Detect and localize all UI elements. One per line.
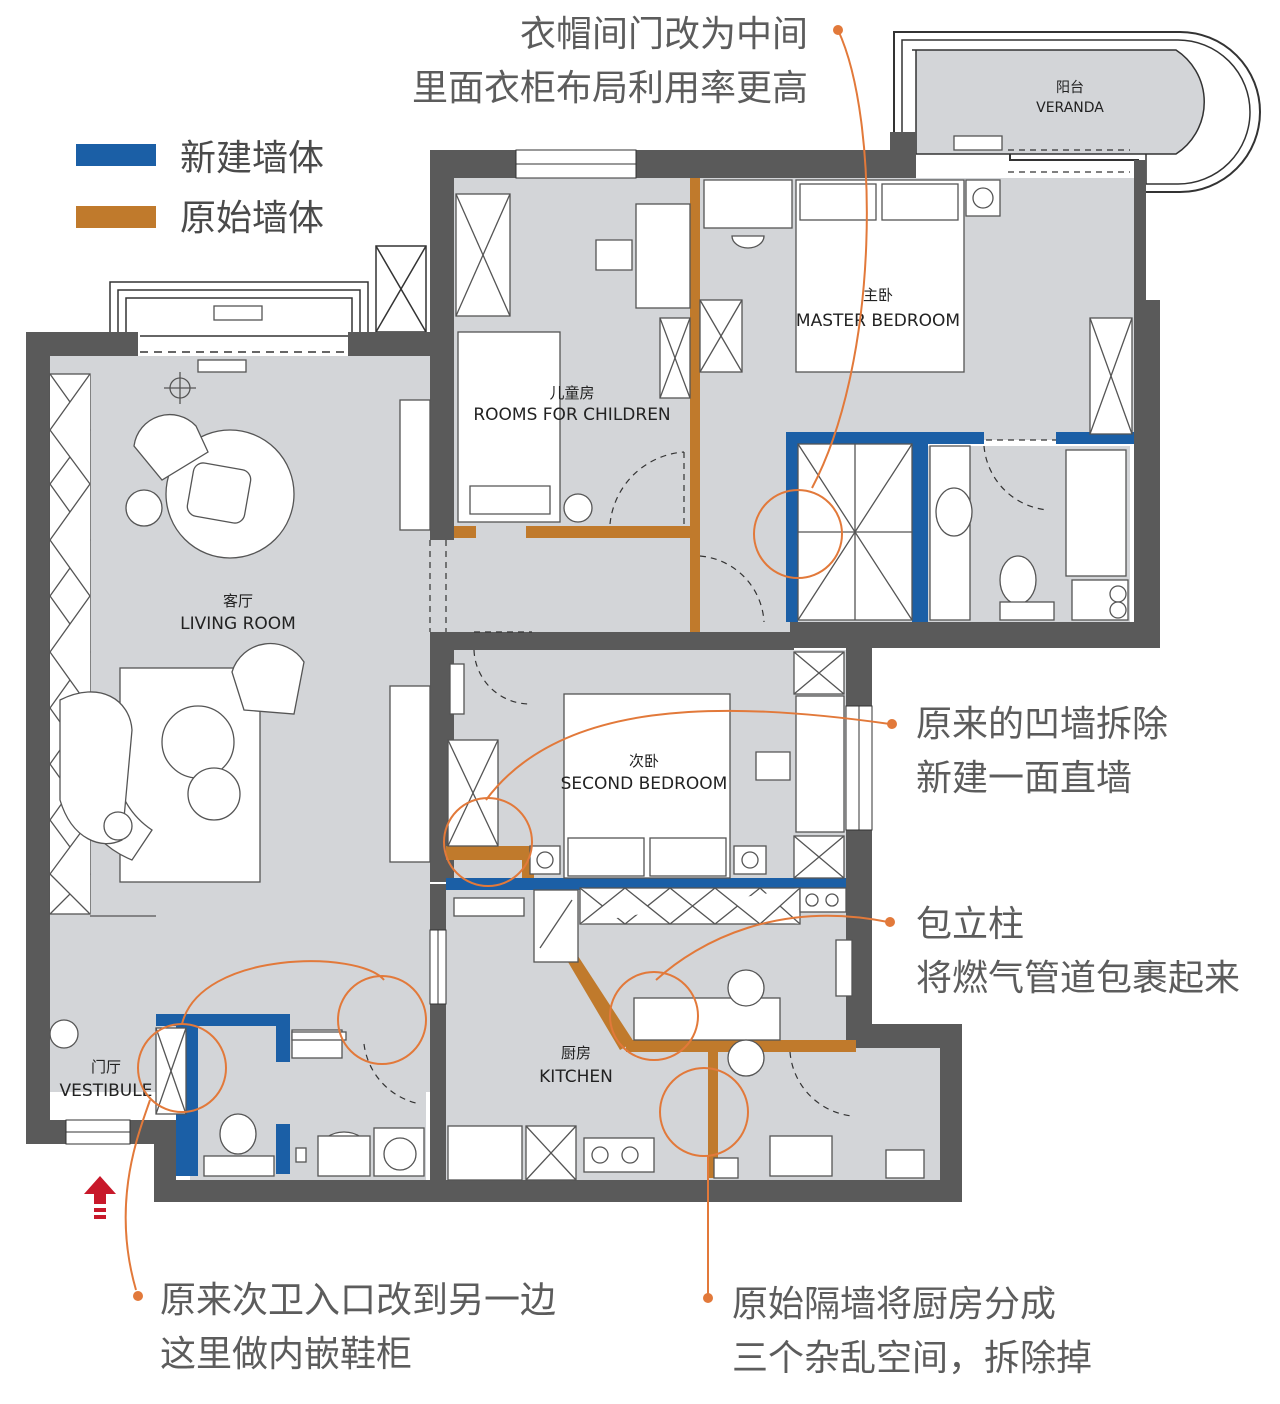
vestibule-label-cn: 门厅	[91, 1058, 121, 1076]
annotations: 衣帽间门改为中间 里面衣柜布局利用率更高 原来的凹墙拆除 新建一面直墙 包立柱 …	[160, 14, 1240, 1379]
note-kitchen-line1: 原始隔墙将厨房分成	[732, 1284, 1056, 1325]
note-bathroom-line1: 原来次卫入口改到另一边	[160, 1280, 556, 1321]
living-label-cn: 客厅	[223, 592, 253, 610]
legend: 新建墙体 原始墙体	[76, 138, 324, 239]
second-label-cn: 次卧	[629, 752, 659, 770]
callout-dot-icon	[885, 917, 895, 927]
vestibule-label-en: VESTIBULE	[60, 1081, 153, 1101]
legend-label-original-wall: 原始墙体	[180, 198, 324, 239]
kitchen-label-en: KITCHEN	[539, 1067, 613, 1087]
children-label-cn: 儿童房	[549, 384, 594, 402]
callout-dot-icon	[833, 25, 843, 35]
outer-walls	[26, 132, 1160, 1202]
callouts	[124, 29, 891, 1298]
living-label-en: LIVING ROOM	[180, 614, 296, 634]
room-labels: 主卧 MASTER BEDROOM 儿童房 ROOMS FOR CHILDREN…	[60, 286, 961, 1101]
second-label-en: SECOND BEDROOM	[561, 774, 728, 794]
note-recess-line1: 原来的凹墙拆除	[916, 704, 1168, 745]
master-label-cn: 主卧	[863, 286, 893, 304]
entrance-arrow-icon	[84, 1176, 116, 1219]
callout-dots	[133, 25, 897, 1303]
note-kitchen-line2: 三个杂乱空间，拆除掉	[732, 1338, 1092, 1379]
note-column-line1: 包立柱	[916, 904, 1024, 945]
veranda: 阳台 VERANDA	[893, 31, 1261, 193]
legend-swatch-original-wall	[76, 206, 156, 228]
legend-label-new-wall: 新建墙体	[180, 138, 324, 179]
furniture	[49, 135, 1133, 1181]
callout-dot-icon	[133, 1291, 143, 1301]
note-recess-line2: 新建一面直墙	[916, 758, 1132, 799]
doors	[363, 149, 1130, 1117]
living-balcony	[109, 245, 427, 353]
master-label-en: MASTER BEDROOM	[796, 311, 960, 331]
windows	[65, 149, 873, 1145]
note-wardrobe-line1: 衣帽间门改为中间	[520, 14, 808, 55]
kitchen-label-cn: 厨房	[561, 1044, 591, 1062]
note-bathroom-line2: 这里做内嵌鞋柜	[160, 1334, 412, 1375]
veranda-label-cn: 阳台	[1056, 80, 1084, 96]
children-label-en: ROOMS FOR CHILDREN	[473, 405, 670, 425]
veranda-label-en: VERANDA	[1036, 100, 1104, 116]
legend-swatch-new-wall	[76, 144, 156, 166]
callout-dot-icon	[703, 1293, 713, 1303]
note-column-line2: 将燃气管道包裹起来	[916, 958, 1240, 999]
note-wardrobe-line2: 里面衣柜布局利用率更高	[412, 68, 808, 109]
callout-dot-icon	[887, 719, 897, 729]
